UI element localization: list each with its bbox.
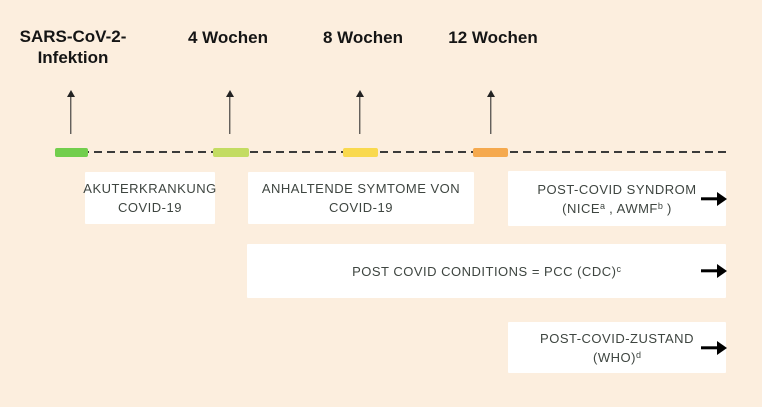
box-text-line: (WHO)d <box>593 349 641 365</box>
box-anhaltende-symptome: ANHALTENDE SYMTOME VON COVID-19 <box>248 172 474 224</box>
milestone-label-12-wochen: 12 Wochen <box>448 28 538 47</box>
box-text-line: POST-COVID-ZUSTAND <box>540 330 694 346</box>
box-post-covid-zustand: POST-COVID-ZUSTAND (WHO)d <box>508 322 726 373</box>
box-text-line: POST-COVID SYNDROM <box>537 181 697 197</box>
up-arrow-icon <box>486 90 495 134</box>
milestone-label-line: Infektion <box>37 48 109 68</box>
box-post-covid-conditions: POST COVID CONDITIONS = PCC (CDC)c <box>247 244 726 298</box>
milestone-label-4-wochen: 4 Wochen <box>188 28 268 47</box>
timeline-segment-infection <box>55 148 88 157</box>
footnote-marker-a: a <box>600 200 606 211</box>
continuation-arrow-icon <box>701 341 727 355</box>
footnote-marker-c: c <box>616 263 621 274</box>
up-arrow-icon <box>66 90 75 134</box>
timeline-dashed-line <box>55 151 727 154</box>
box-text-line: COVID-19 <box>329 200 393 215</box>
timeline-segment-4-weeks <box>213 148 249 157</box>
footnote-marker-d: d <box>635 349 641 360</box>
continuation-arrow-icon <box>701 264 727 278</box>
milestone-label-infektion: SARS-CoV-2- Infektion <box>20 26 127 69</box>
box-text-line: AKUTERKRANKUNG <box>83 181 217 196</box>
box-post-covid-syndrom: POST-COVID SYNDROM (NICEa , AWMFb ) <box>508 171 726 226</box>
continuation-arrow-icon <box>701 192 727 206</box>
box-text-line: ANHALTENDE SYMTOME VON <box>261 181 461 196</box>
box-akuterkrankung: AKUTERKRANKUNG COVID-19 <box>83 172 217 224</box>
milestone-label-8-wochen: 8 Wochen <box>323 28 403 47</box>
timeline-segment-8-weeks <box>343 148 378 157</box>
box-text-line: POST COVID CONDITIONS = PCC (CDC)c <box>352 263 621 279</box>
up-arrow-icon <box>355 90 364 134</box>
timeline-segment-12-weeks <box>473 148 508 157</box>
box-text-line: (NICEa , AWMFb ) <box>562 200 672 216</box>
box-text-line: COVID-19 <box>118 200 182 215</box>
footnote-marker-b: b <box>657 200 663 211</box>
up-arrow-icon <box>225 90 234 134</box>
milestone-label-line: SARS-CoV-2- <box>19 27 127 46</box>
